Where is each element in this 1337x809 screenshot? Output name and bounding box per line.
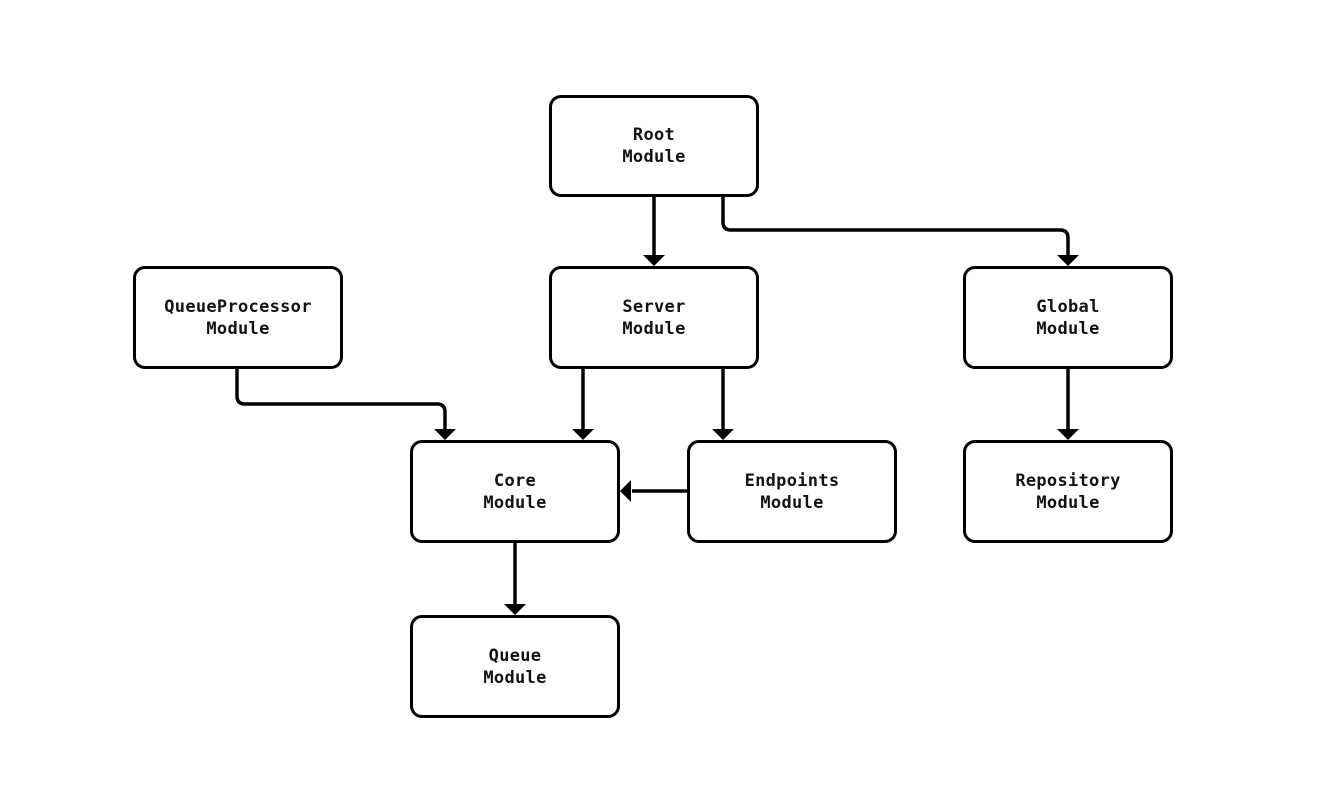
edge-endpoints-to-core [620, 480, 687, 502]
server-module-label-line1: Server [622, 296, 686, 317]
edge-root-to-server [643, 197, 665, 266]
server-module-label-line2: Module [622, 318, 686, 339]
edge-queueprocessor-to-core-arrowhead-icon [434, 429, 456, 440]
edge-endpoints-to-core-arrowhead-icon [620, 480, 631, 502]
root-module-label-line1: Root [632, 125, 676, 145]
edge-server-to-endpoints-arrowhead-icon [712, 429, 734, 440]
global-module-label-line2: Module [1036, 318, 1100, 339]
queueprocessor-module-label-line1: QueueProcessor [164, 296, 312, 317]
global-module-label-line1: Global [1036, 296, 1100, 317]
edge-root-to-server-arrowhead-icon [643, 255, 665, 266]
edge-root-to-global-line [721, 197, 1070, 256]
edge-root-to-global [721, 197, 1079, 266]
edge-core-to-queue [504, 543, 526, 615]
queueprocessor-module-label-line2: Module [206, 318, 270, 339]
queue-module-label-line1: Queue [488, 645, 542, 666]
endpoints-module-label-line1: Endpoints [744, 470, 840, 491]
edge-server-to-endpoints [712, 369, 734, 440]
edge-root-to-global-arrowhead-icon [1057, 255, 1079, 266]
edge-queueprocessor-to-core-line [235, 369, 447, 430]
repository-module-label-line2: Module [1036, 492, 1100, 513]
edge-queueprocessor-to-core [235, 369, 456, 440]
repository-module-label-line1: Repository [1015, 470, 1121, 491]
edge-server-to-core [572, 369, 594, 440]
queue-module-label-line2: Module [483, 667, 547, 688]
edge-global-to-repository [1057, 369, 1079, 440]
edge-core-to-queue-arrowhead-icon [504, 604, 526, 615]
edge-server-to-core-arrowhead-icon [572, 429, 594, 440]
core-module-label-line2: Module [483, 492, 547, 513]
endpoints-module-label-line2: Module [760, 492, 824, 513]
edge-global-to-repository-arrowhead-icon [1057, 429, 1079, 440]
root-module-label-line2: Module [622, 147, 686, 167]
core-module-label-line1: Core [493, 470, 537, 491]
